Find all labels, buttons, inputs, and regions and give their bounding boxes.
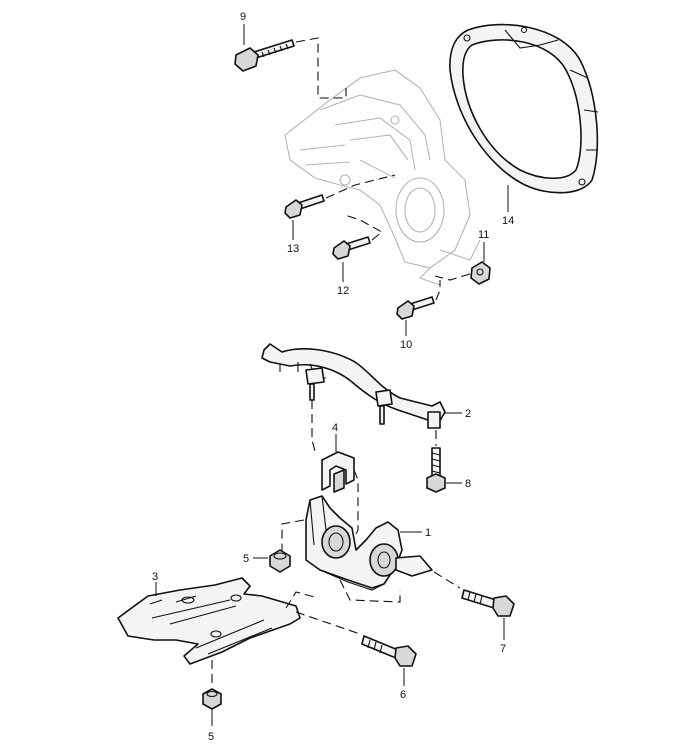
callout-1: 1 [425,527,431,539]
callout-5-lower: 5 [208,731,214,743]
callout-7: 7 [500,643,506,655]
retainer-clip[interactable] [321,451,355,493]
bolt-10[interactable] [396,296,435,320]
callout-14: 14 [502,215,514,227]
nut-5-lower[interactable] [202,688,222,710]
callout-9: 9 [240,11,246,23]
transmission-housing [284,69,481,286]
bolt-7[interactable] [461,589,515,617]
callout-labels: 1 2 3 4 5 5 6 7 8 9 10 11 12 13 14 [152,11,514,743]
nut-11[interactable] [470,261,491,285]
callout-5-upper: 5 [243,553,249,565]
lower-bracket-plate[interactable] [117,577,301,665]
crossmember-bracket[interactable] [261,343,446,429]
callout-13: 13 [287,243,299,255]
callout-3: 3 [152,571,158,583]
callout-8: 8 [465,478,471,490]
callout-12: 12 [337,285,349,297]
engine-mount[interactable] [305,495,433,591]
bolt-9[interactable] [234,39,295,72]
callout-4: 4 [332,422,338,434]
bellhousing-ring[interactable] [449,23,599,194]
callout-11: 11 [478,229,489,241]
bolt-13[interactable] [284,194,325,219]
callout-6: 6 [400,689,406,701]
bolt-12[interactable] [332,236,371,260]
bolt-8[interactable] [426,447,446,493]
bolt-6[interactable] [361,635,417,667]
nut-5-upper[interactable] [269,549,291,573]
callout-10: 10 [400,339,412,351]
callout-2: 2 [465,408,471,420]
